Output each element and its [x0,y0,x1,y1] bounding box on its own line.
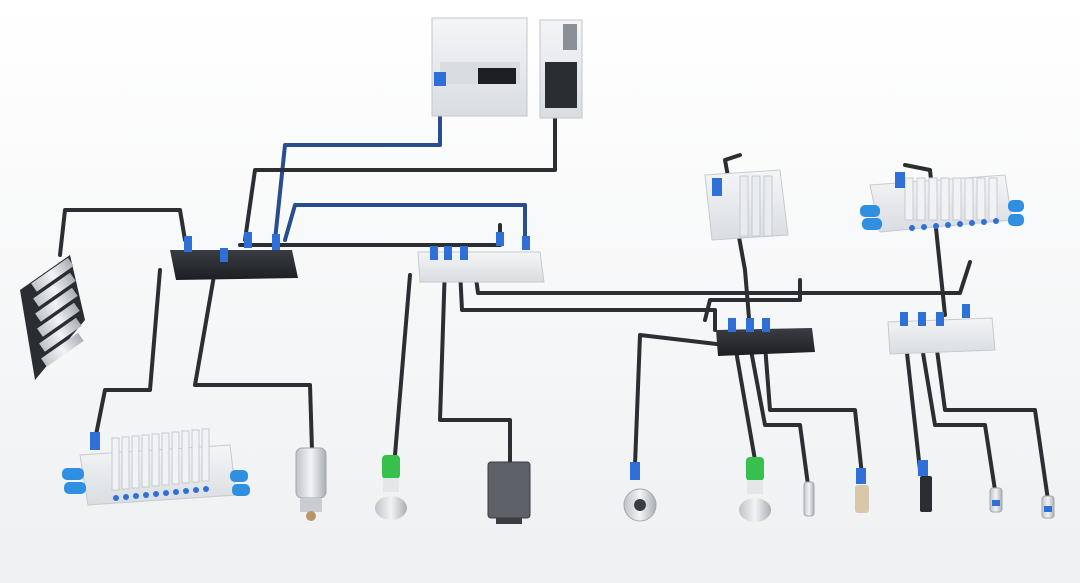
stack-light-1 [375,455,407,520]
connector [936,312,944,326]
proximity-sensor-2 [918,460,932,512]
connector [522,236,530,250]
connector [630,462,640,480]
connector [728,318,736,332]
cable-display [438,263,512,464]
plc-controller [431,17,583,119]
connector [918,460,928,476]
cable-stack-light-2 [733,343,757,462]
proximity-sensor-1 [803,481,815,517]
stack-light-2 [739,457,771,522]
rotary-encoder [295,447,327,521]
blue-ethernet-cable-plc [273,88,442,242]
blue-ethernet-cable-hub [283,203,527,242]
io-hub-far-right [887,304,996,355]
connector [430,246,438,260]
cable-valve-bottom-left [93,268,162,442]
valve-manifold-left [20,255,85,380]
black-cable-controller [243,83,557,242]
io-hub-right [716,318,815,356]
display-module [487,461,531,524]
io-hub-center [417,232,545,283]
connector [496,232,504,246]
cable-sensor-2 [763,343,864,477]
connector [712,178,722,196]
connector [746,318,754,332]
connector [90,432,100,450]
connector [184,236,192,252]
ring-sensor [623,462,657,522]
cable-ring-sensor [633,333,727,467]
connector [762,318,770,332]
cable-right-hub-top [703,278,802,322]
cable-sensor-5 [933,333,1050,502]
connector [220,248,228,262]
cable-encoder [193,268,314,452]
valve-manifold-bottom [62,428,250,506]
plc-port-blue [434,72,446,86]
cable-stack-light-1 [393,273,412,457]
cable-valve-right [903,163,947,317]
proximity-sensor-3 [989,487,1003,513]
connector [895,172,905,188]
sensor-beige [855,468,869,513]
connector [900,312,908,326]
connector [962,304,970,318]
valve-terminal-right [860,172,1024,233]
io-hub-left [170,232,298,280]
connector [856,468,866,484]
cable-sensor-3 [903,333,922,472]
connector [244,232,252,248]
connector [918,312,926,326]
cable-center-right-1 [458,268,717,332]
connector [272,234,280,250]
cable-prox-sensor-1 [748,343,810,487]
cable-valve-manifold-left [58,208,187,257]
cable-network [58,83,1050,502]
proximity-sensor-4 [1041,495,1055,519]
cable-sensor-4 [918,333,997,492]
compact-valve-unit [704,169,789,241]
connector [444,246,452,260]
connector [460,246,468,260]
